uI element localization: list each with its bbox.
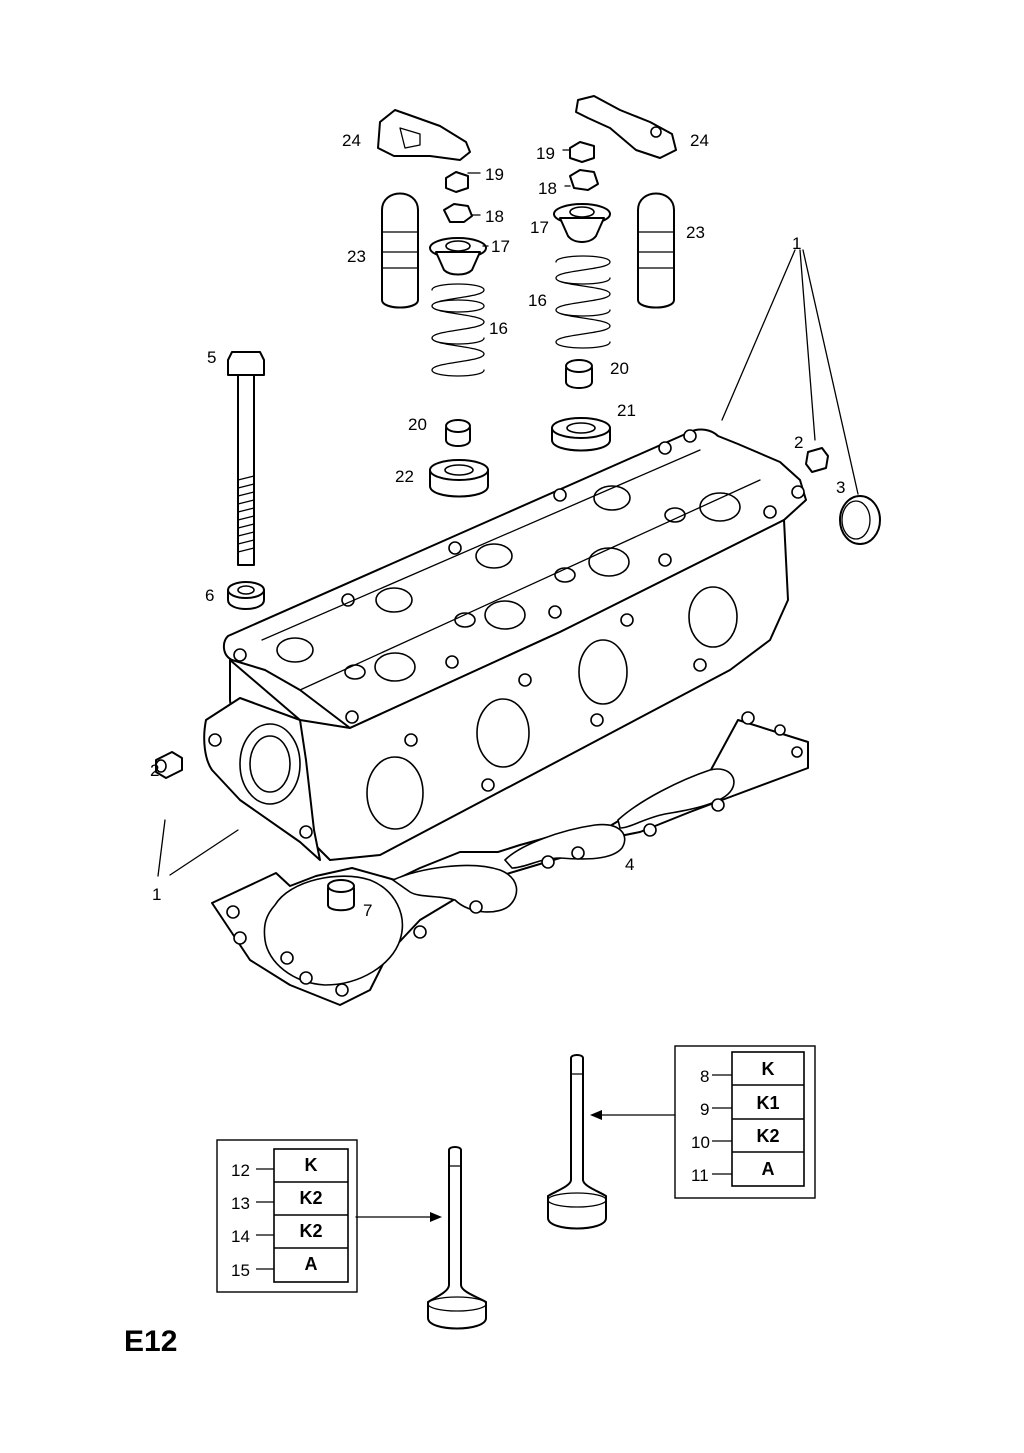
pointer-arrows — [355, 1110, 676, 1222]
variant-code: K2 — [299, 1221, 322, 1241]
callout-23: 23 — [347, 247, 366, 266]
valve-spring-right — [555, 255, 611, 349]
callout-18: 18 — [538, 179, 557, 198]
callout-5: 5 — [207, 348, 216, 367]
callout-24: 24 — [690, 131, 709, 150]
callout-19: 19 — [536, 144, 555, 163]
variant-code: K2 — [299, 1188, 322, 1208]
table-row: 15 A — [231, 1254, 318, 1280]
intake-valve — [427, 1146, 487, 1330]
table-row: 14 K2 — [231, 1221, 323, 1246]
callout-7: 7 — [363, 901, 372, 920]
head-bolt — [227, 351, 265, 566]
spring-seat-left — [429, 459, 489, 498]
variant-code: K — [762, 1059, 775, 1079]
table-row: 13 K2 — [231, 1188, 323, 1213]
callout-1: 1 — [152, 885, 161, 904]
valve-collet-left — [443, 203, 473, 223]
callout-labels: 24 24 19 19 18 18 17 17 23 23 16 16 20 2… — [150, 131, 845, 920]
hydraulic-tappet-right — [637, 192, 675, 309]
variant-code: K2 — [756, 1126, 779, 1146]
sealing-cap — [839, 495, 881, 545]
table-row: 11 A — [691, 1159, 775, 1185]
valve-collet-right — [569, 169, 599, 191]
callout-19: 19 — [485, 165, 504, 184]
diagram-id: E12 — [124, 1325, 177, 1358]
hydraulic-tappet-left — [381, 192, 419, 309]
callout-2: 2 — [794, 433, 803, 452]
valve-stem-seal-right — [565, 359, 593, 389]
exhaust-valve — [547, 1054, 607, 1230]
callout-18: 18 — [485, 207, 504, 226]
part-ref: 13 — [231, 1194, 250, 1213]
part-ref: 15 — [231, 1261, 250, 1280]
valve-spring-left — [431, 283, 485, 377]
table-row: 8 K — [700, 1059, 775, 1086]
spring-seat-right — [551, 417, 611, 452]
valve-collet-upper-left — [445, 171, 469, 193]
callout-17: 17 — [491, 237, 510, 256]
core-plug-right — [805, 447, 829, 473]
rocker-arm-right — [575, 95, 677, 159]
callout-2: 2 — [150, 761, 159, 780]
callout-16: 16 — [528, 291, 547, 310]
table-row: 12 K — [231, 1155, 318, 1180]
callout-6: 6 — [205, 586, 214, 605]
bolt-washer — [227, 581, 265, 610]
variant-code: A — [762, 1159, 775, 1179]
part-ref: 11 — [691, 1166, 709, 1185]
variant-code: A — [305, 1254, 318, 1274]
part-ref: 14 — [231, 1227, 250, 1246]
rocker-arm-left — [377, 109, 471, 161]
table-row: 9 K1 — [700, 1093, 780, 1119]
valve-stem-seal-left — [445, 419, 471, 447]
spring-retainer-left — [429, 237, 487, 276]
callout-20: 20 — [408, 415, 427, 434]
callout-16: 16 — [489, 319, 508, 338]
callout-20: 20 — [610, 359, 629, 378]
valve-table-left: 12 K 13 K2 14 K2 15 A — [216, 1139, 358, 1293]
head-gasket — [211, 711, 809, 1006]
callout-24: 24 — [342, 131, 361, 150]
callout-3: 3 — [836, 478, 845, 497]
callout-23: 23 — [686, 223, 705, 242]
callout-21: 21 — [617, 401, 636, 420]
variant-code: K1 — [756, 1093, 779, 1113]
callout-22: 22 — [395, 467, 414, 486]
spring-retainer-right — [553, 203, 611, 243]
part-ref: 10 — [691, 1133, 710, 1152]
callout-1: 1 — [792, 234, 801, 253]
part-ref: 9 — [700, 1100, 709, 1119]
variant-code: K — [305, 1155, 318, 1175]
cylinder-head — [203, 428, 807, 861]
leader-lines — [157, 149, 859, 877]
part-ref: 8 — [700, 1067, 709, 1086]
part-ref: 12 — [231, 1161, 250, 1180]
core-plug-left — [155, 751, 183, 779]
dowel-sleeve — [327, 879, 355, 912]
valve-collet-upper-right — [569, 141, 595, 163]
valve-table-right: 8 K 9 K1 10 K2 11 A — [674, 1045, 816, 1199]
callout-17: 17 — [530, 218, 549, 237]
callout-4: 4 — [625, 855, 634, 874]
table-row: 10 K2 — [691, 1126, 780, 1152]
